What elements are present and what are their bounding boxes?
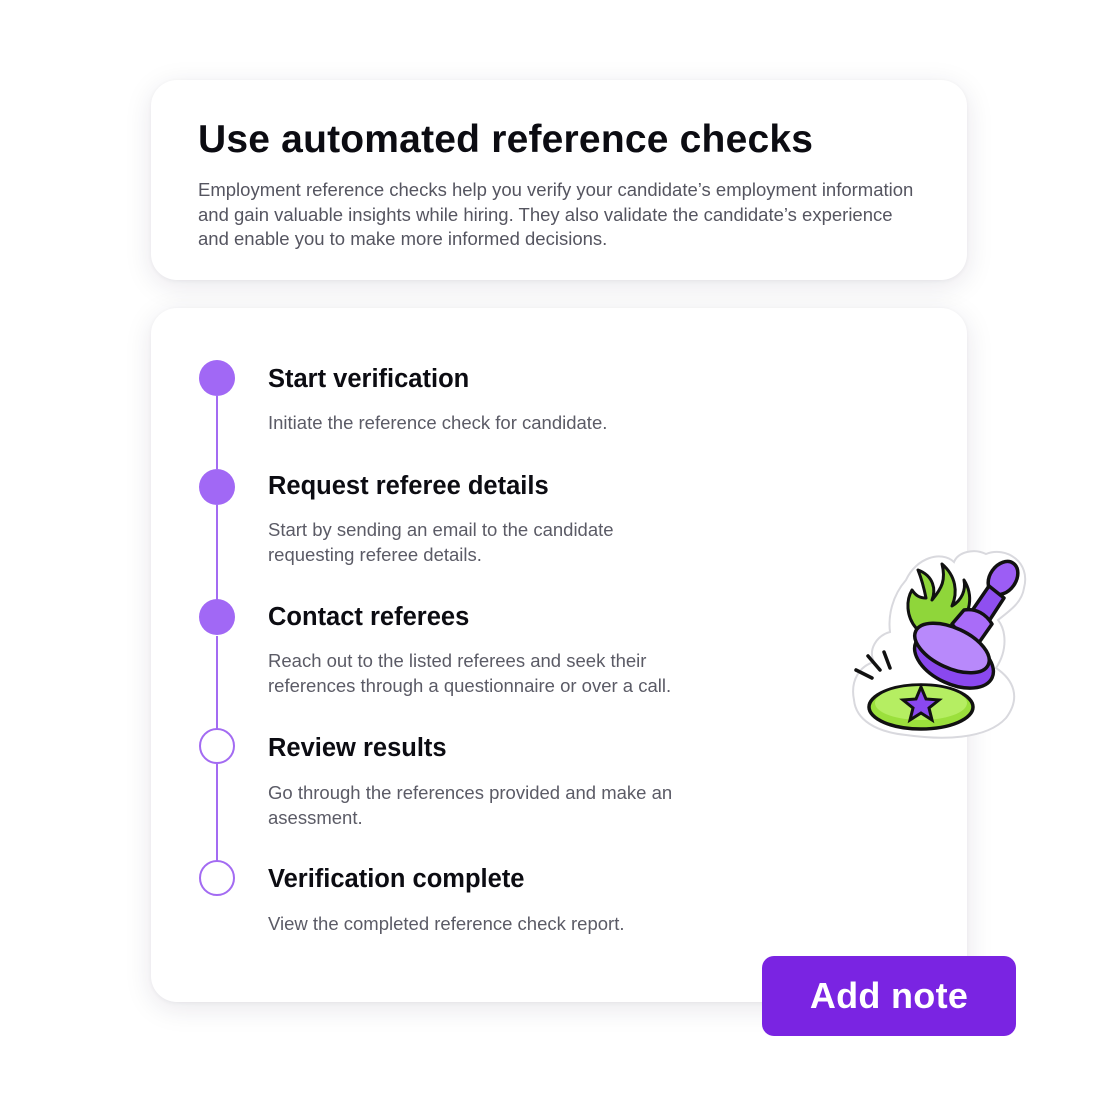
step-description: Go through the references provided and m… [268,782,673,828]
add-note-button[interactable]: Add note [762,956,1016,1036]
step-title: Verification complete [268,865,525,893]
step-title: Review results [268,734,447,762]
step-title: Request referee details [268,472,549,500]
steps-card [151,308,967,1002]
step-status-dot [199,860,235,896]
step-title: Contact referees [268,603,470,631]
step-status-dot [199,599,235,635]
step-status-dot [199,469,235,505]
step-title: Start verification [268,365,470,393]
step-description: Reach out to the listed referees and see… [268,650,672,696]
step-status-dot [199,360,235,396]
page-title: Use automated reference checks [198,118,814,161]
timeline-connector [215,396,218,469]
stamp-icon [852,550,1027,739]
timeline-connector [215,764,218,861]
timeline-connector [215,505,218,600]
step-description: View the completed reference check repor… [268,913,625,934]
step-status-dot [199,728,235,764]
step-description: Initiate the reference check for candida… [268,412,608,433]
intro-description: Employment reference checks help you ver… [198,179,914,249]
step-description: Start by sending an email to the candida… [268,519,614,565]
timeline-connector [215,636,218,729]
intro-card: Use automated reference checks Employmen… [151,80,967,280]
